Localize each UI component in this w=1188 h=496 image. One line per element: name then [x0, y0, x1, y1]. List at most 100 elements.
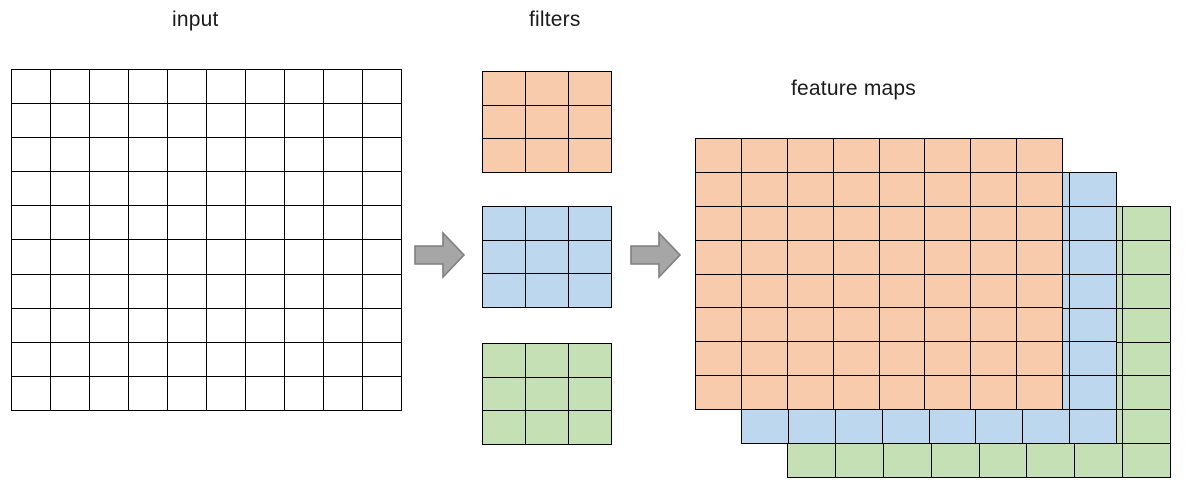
arrow-filters-to-feature-maps-icon [630, 231, 682, 279]
grid-cell [1017, 308, 1063, 343]
grid-cell [363, 240, 402, 275]
grid-cell [12, 172, 51, 207]
grid-cell [971, 240, 1018, 275]
grid-cell [51, 274, 90, 309]
grid-cell [833, 308, 880, 343]
grid-cell [879, 172, 926, 207]
grid-cell [971, 274, 1018, 309]
grid-cell [324, 274, 363, 309]
grid-cell [1123, 342, 1171, 377]
filters-label: filters [529, 8, 581, 31]
grid-cell [207, 240, 246, 275]
grid-cell [879, 308, 926, 343]
grid-cell [285, 308, 324, 343]
input-grid [11, 69, 402, 411]
grid-cell [324, 70, 363, 105]
grid-cell [879, 376, 926, 410]
grid-cell [168, 308, 207, 343]
grid-cell [129, 172, 168, 207]
grid-cell [741, 206, 788, 241]
grid-cell [1070, 173, 1117, 207]
grid-cell [788, 410, 836, 444]
grid-cell [569, 207, 612, 241]
grid-cell [569, 344, 612, 378]
grid-cell [285, 206, 324, 241]
arrow-input-to-filters-icon [414, 231, 466, 279]
grid-cell [285, 104, 324, 139]
grid-cell [696, 274, 742, 309]
grid-cell [285, 70, 324, 105]
grid-cell [1023, 410, 1071, 444]
grid-cell [741, 172, 788, 207]
grid-cell [526, 105, 569, 140]
grid-cell [696, 139, 742, 173]
grid-cell [246, 70, 285, 105]
grid-cell [246, 376, 285, 411]
grid-cell [696, 206, 742, 241]
grid-cell [1017, 376, 1063, 410]
grid-cell [1017, 172, 1063, 207]
grid-cell [90, 308, 129, 343]
grid-cell [1017, 274, 1063, 309]
grid-cell [12, 240, 51, 275]
grid-cell [90, 376, 129, 411]
grid-cell [51, 172, 90, 207]
grid-cell [363, 206, 402, 241]
grid-cell [925, 308, 972, 343]
grid-cell [207, 70, 246, 105]
grid-cell [324, 342, 363, 377]
grid-cell [526, 274, 569, 308]
grid-cell [168, 274, 207, 309]
grid-cell [976, 410, 1024, 444]
grid-cell [12, 206, 51, 241]
grid-cell [90, 342, 129, 377]
grid-cell [879, 206, 926, 241]
grid-cell [742, 410, 789, 444]
grid-cell [833, 172, 880, 207]
grid-cell [207, 138, 246, 173]
grid-cell [787, 206, 834, 241]
grid-cell [246, 308, 285, 343]
grid-cell [324, 308, 363, 343]
grid-cell [696, 308, 742, 343]
grid-cell [483, 274, 526, 308]
grid-cell [324, 138, 363, 173]
grid-cell [12, 274, 51, 309]
grid-cell [285, 240, 324, 275]
grid-cell [168, 376, 207, 411]
grid-cell [129, 308, 168, 343]
grid-cell [363, 308, 402, 343]
grid-cell [1070, 308, 1117, 343]
grid-cell [51, 138, 90, 173]
grid-cell [90, 206, 129, 241]
grid-cell [526, 72, 569, 106]
grid-cell [787, 308, 834, 343]
grid-cell [363, 172, 402, 207]
grid-cell [833, 206, 880, 241]
feature-map-orange-grid [695, 138, 1063, 410]
grid-cell [363, 376, 402, 411]
grid-cell [246, 342, 285, 377]
grid-cell [483, 72, 526, 106]
grid-cell [129, 240, 168, 275]
grid-cell [569, 377, 612, 412]
grid-cell [324, 172, 363, 207]
grid-cell [129, 274, 168, 309]
grid-cell [483, 240, 526, 275]
grid-cell [526, 344, 569, 378]
grid-cell [168, 206, 207, 241]
grid-cell [246, 138, 285, 173]
grid-cell [12, 308, 51, 343]
grid-cell [51, 206, 90, 241]
grid-cell [51, 342, 90, 377]
grid-cell [168, 172, 207, 207]
grid-cell [207, 376, 246, 411]
grid-cell [787, 240, 834, 275]
grid-cell [833, 240, 880, 275]
grid-cell [526, 411, 569, 445]
grid-cell [882, 410, 930, 444]
grid-cell [569, 274, 612, 308]
grid-cell [526, 139, 569, 173]
grid-cell [569, 411, 612, 445]
